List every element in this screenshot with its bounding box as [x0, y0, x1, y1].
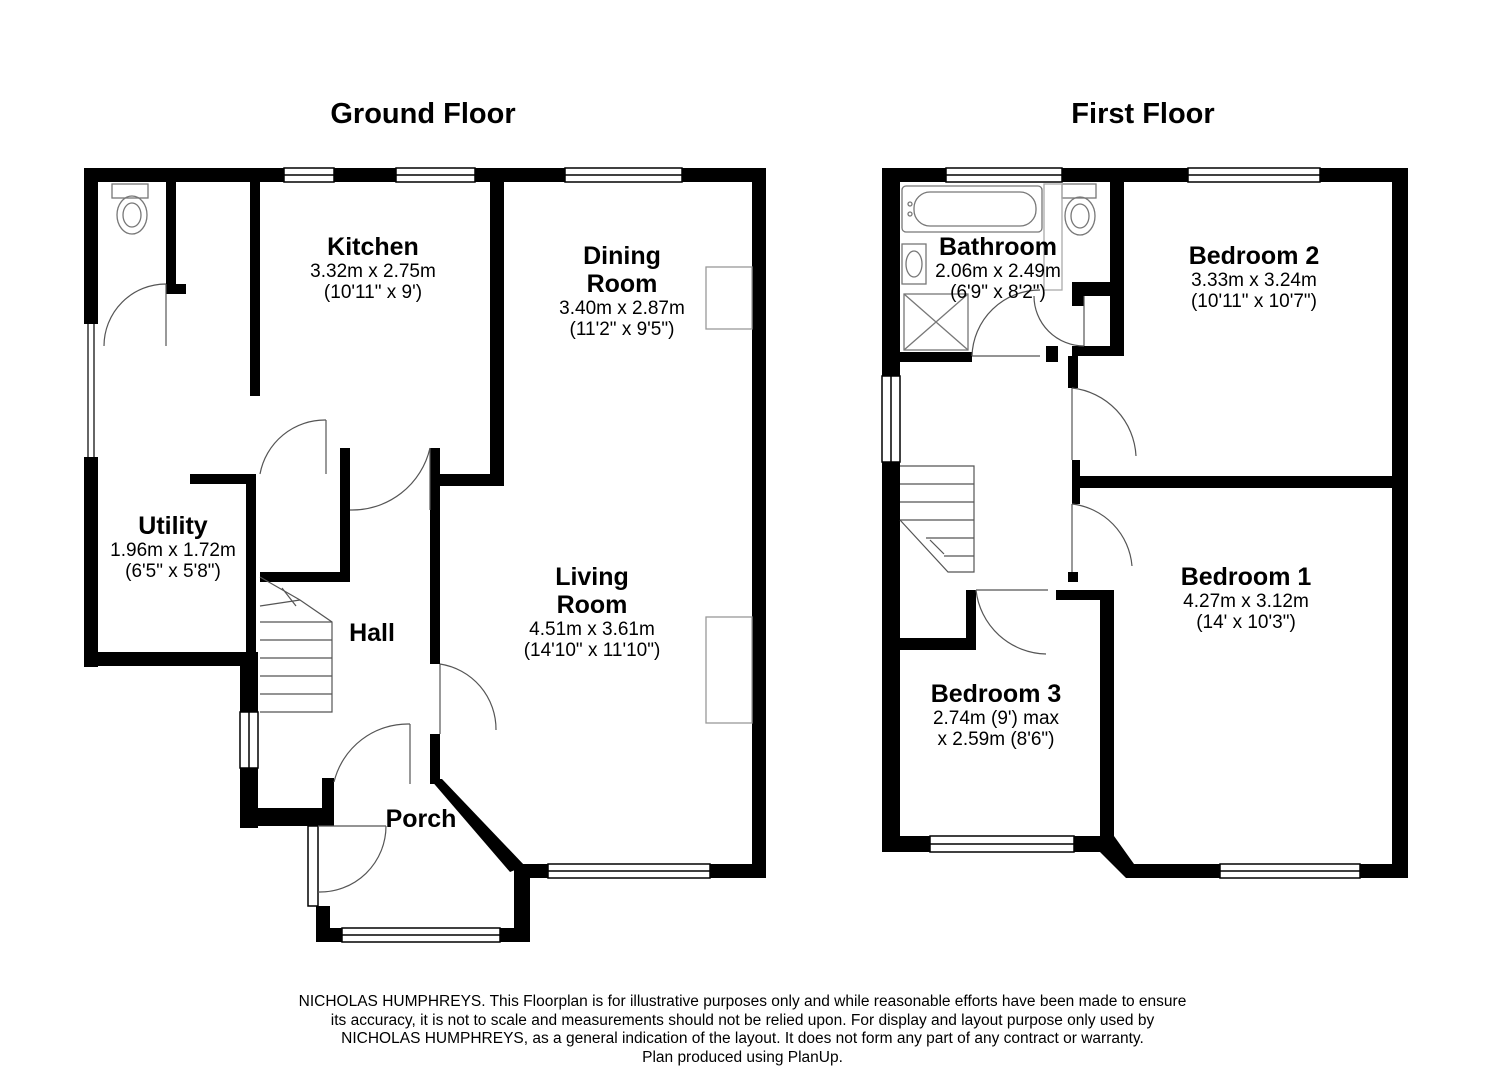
- room-label-utility: Utility 1.96m x 1.72m (6'5" x 5'8"): [83, 512, 263, 583]
- disclaimer-line: NICHOLAS HUMPHREYS. This Floorplan is fo…: [298, 993, 1187, 1010]
- room-label-living-room: Living Room 4.51m x 3.61m (14'10" x 11'1…: [492, 563, 692, 662]
- room-name-line-2: Room: [586, 270, 658, 298]
- first-floor-title: First Floor: [1071, 98, 1215, 130]
- room-label-bedroom-2: Bedroom 2 3.33m x 3.24m (10'11" x 10'7"): [1154, 242, 1354, 313]
- ground-floor-title: Ground Floor: [330, 98, 516, 130]
- room-dimensions-metric: 4.51m x 3.61m: [529, 619, 655, 640]
- room-dimensions-imperial: (6'9" x 8'2"): [950, 282, 1046, 304]
- room-name: Bedroom 1: [1180, 563, 1312, 591]
- room-label-bedroom-3: Bedroom 3 2.74m (9') max x 2.59m (8'6"): [896, 680, 1096, 751]
- room-dimensions-metric: 1.96m x 1.72m: [110, 540, 236, 561]
- first-floor-walls: [882, 168, 1408, 878]
- room-dimensions-imperial: (10'11" x 9'): [323, 282, 423, 304]
- room-dimensions-metric: 2.06m x 2.49m: [935, 261, 1061, 282]
- first-floor-staircase: [899, 465, 975, 573]
- ground-floor-plan: [84, 167, 766, 943]
- room-name: Utility: [138, 512, 208, 540]
- room-name: Bedroom 2: [1188, 242, 1320, 270]
- room-dimensions-imperial: (10'11" x 10'7"): [1190, 291, 1317, 313]
- ground-floor-staircase: [259, 576, 333, 713]
- room-name: Bathroom: [938, 233, 1058, 261]
- room-dimensions-line-1: 2.74m (9') max: [932, 708, 1060, 729]
- room-dimensions-metric: 3.40m x 2.87m: [559, 298, 685, 319]
- first-floor-door-swings: [971, 289, 1137, 655]
- ground-floor-door-swings: [103, 283, 497, 893]
- first-floor-windows: [881, 167, 1361, 879]
- room-label-bathroom: Bathroom 2.06m x 2.49m (6'9" x 8'2"): [908, 233, 1088, 304]
- ground-floor-fixtures: [111, 183, 753, 724]
- room-dimensions-imperial: (14'10" x 11'10"): [523, 640, 661, 662]
- room-label-bedroom-1: Bedroom 1 4.27m x 3.12m (14' x 10'3"): [1146, 563, 1346, 634]
- first-floor-plan: [881, 167, 1408, 879]
- room-dimensions-imperial: (6'5" x 5'8"): [125, 561, 221, 583]
- disclaimer-line: Plan produced using PlanUp.: [642, 1048, 843, 1066]
- room-name: Kitchen: [327, 233, 419, 261]
- utility-sliding-door: [87, 324, 95, 457]
- room-dimensions-metric: 3.32m x 2.75m: [310, 261, 436, 282]
- room-dimensions-metric: 4.27m x 3.12m: [1183, 591, 1309, 612]
- disclaimer-text: NICHOLAS HUMPHREYS. This Floorplan is fo…: [180, 993, 1305, 1067]
- room-dimensions-imperial: (14' x 10'3"): [1196, 612, 1296, 634]
- room-label-dining-room: Dining Room 3.40m x 2.87m (11'2" x 9'5"): [522, 242, 722, 341]
- bathroom-fixtures: [901, 183, 1097, 351]
- room-name-line-1: Living: [555, 563, 629, 591]
- room-name-line-2: Room: [556, 591, 628, 619]
- room-label-porch: Porch: [385, 805, 457, 833]
- room-label-hall: Hall: [349, 619, 395, 647]
- room-dimensions-line-2: x 2.59m (8'6"): [937, 729, 1055, 751]
- room-label-kitchen: Kitchen 3.32m x 2.75m (10'11" x 9'): [273, 233, 473, 304]
- disclaimer-line: its accuracy, it is not to scale and mea…: [330, 1011, 1155, 1029]
- room-name: Bedroom 3: [930, 680, 1062, 708]
- disclaimer-line: NICHOLAS HUMPHREYS, as a general indicat…: [341, 1030, 1144, 1048]
- room-dimensions-metric: 3.33m x 3.24m: [1191, 270, 1317, 291]
- room-name-line-1: Dining: [583, 242, 661, 270]
- room-dimensions-imperial: (11'2" x 9'5"): [569, 319, 675, 341]
- ground-floor-walls: [84, 168, 766, 942]
- ground-floor-windows: [239, 167, 711, 943]
